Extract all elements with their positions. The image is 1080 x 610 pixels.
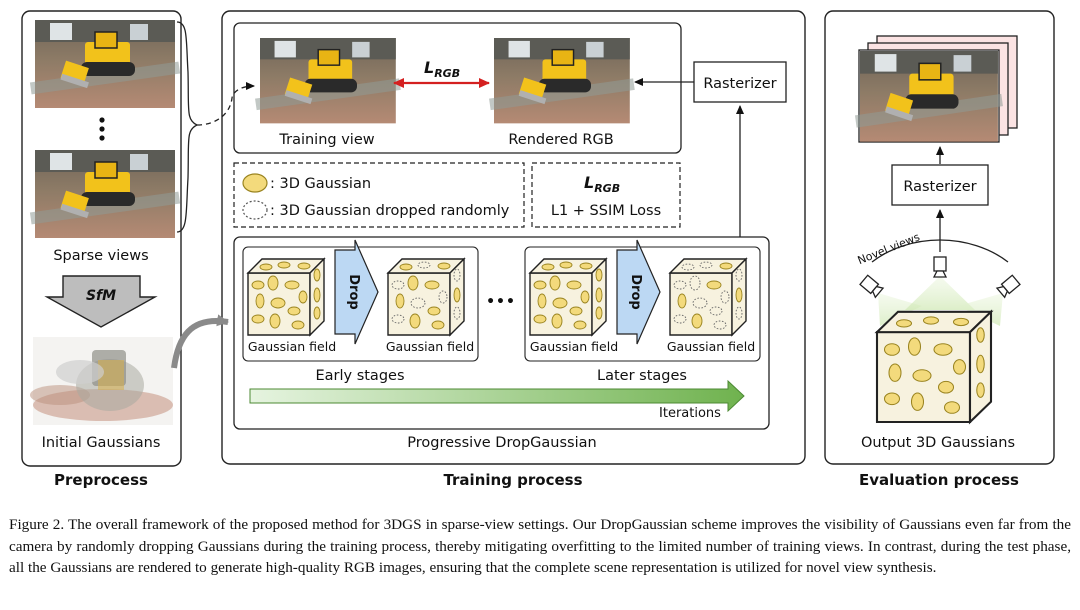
drop-label-later: Drop	[628, 274, 643, 309]
initial-gaussians-label: Initial Gaussians	[42, 435, 161, 451]
dropped-gaussian-legend-icon	[242, 200, 268, 220]
initial-gaussians-image	[30, 337, 173, 425]
loss-box	[531, 162, 681, 228]
stage-ellipsis: •••	[486, 294, 516, 310]
camera-icon-left	[859, 274, 885, 299]
novel-views-label: Novel views	[856, 230, 922, 267]
light-cone-left	[878, 293, 922, 326]
loss-box-symbol: LRGB	[584, 173, 620, 195]
training-view-image	[254, 37, 402, 125]
preprocess-title: Preprocess	[54, 471, 148, 489]
legend-box	[233, 162, 525, 228]
drop-label-early: Drop	[346, 274, 361, 309]
gaussian-legend-icon	[242, 173, 268, 193]
init-to-training-arrow	[171, 314, 229, 369]
drop-arrow-early: Drop	[334, 239, 379, 345]
rasterizer-label-eval: Rasterizer	[903, 179, 976, 195]
gaussian-field-cube-early-full	[247, 258, 325, 336]
sfm-label: SfM	[86, 288, 116, 304]
preprocess-panel	[21, 10, 182, 467]
vertical-ellipsis	[99, 117, 105, 141]
rendered-rgb-image	[488, 37, 636, 125]
legend-dropped-label: : 3D Gaussian dropped randomly	[270, 203, 510, 219]
rasterizer-label-training: Rasterizer	[703, 76, 776, 92]
sfm-arrow: SfM	[44, 275, 158, 328]
evaluation-title: Evaluation process	[859, 471, 1019, 489]
gaussian-field-label-3: Gaussian field	[530, 339, 618, 354]
later-stage-box	[524, 246, 761, 362]
output-gaussians-cube	[875, 310, 993, 424]
legend-gaussian-label: : 3D Gaussian	[270, 176, 371, 192]
gaussian-field-label-1: Gaussian field	[248, 339, 336, 354]
curly-brace	[176, 21, 199, 233]
loss-formula: L1 + SSIM Loss	[551, 203, 661, 219]
render-box	[233, 22, 682, 154]
early-stage-box	[242, 246, 479, 362]
views-to-training-arrow	[196, 82, 255, 126]
figure-caption: Figure 2. The overall framework of the p…	[9, 516, 1071, 576]
iterations-arrow	[249, 379, 745, 413]
rendered-rgb-label: Rendered RGB	[508, 132, 613, 148]
output-gaussians-label: Output 3D Gaussians	[861, 435, 1015, 451]
progressive-dropgaussian-label: Progressive DropGaussian	[407, 435, 596, 451]
evaluation-panel	[824, 10, 1055, 465]
later-stages-label: Later stages	[597, 368, 687, 384]
loss-top-label: LRGB	[424, 58, 460, 80]
training-title: Training process	[443, 471, 582, 489]
gaussian-field-label-4: Gaussian field	[667, 339, 755, 354]
framework-figure: Sparse views SfM Initial Gaussians Prepr…	[21, 10, 1055, 489]
gaussian-field-cube-later-dropped	[669, 258, 747, 336]
sparse-views-label: Sparse views	[53, 248, 148, 264]
gaussian-field-cube-early-dropped	[387, 258, 465, 336]
rasterizer-box-eval	[891, 164, 989, 206]
training-panel	[221, 10, 806, 465]
training-view-label: Training view	[278, 132, 374, 148]
sparse-view-2	[29, 149, 181, 239]
gaussian-field-label-2: Gaussian field	[386, 339, 474, 354]
camera-icon-center	[932, 256, 948, 278]
early-stages-label: Early stages	[315, 368, 404, 384]
gaussian-field-cube-later-full	[529, 258, 607, 336]
dropgaussian-box	[233, 236, 770, 430]
light-cone-center	[905, 276, 975, 310]
camera-icon-right	[995, 274, 1021, 299]
drop-arrow-later: Drop	[616, 239, 661, 345]
rasterizer-box-training	[693, 61, 787, 103]
sparse-view-1	[29, 19, 181, 109]
iterations-label: Iterations	[659, 406, 721, 421]
rendered-novel-views-stack	[854, 35, 1018, 143]
